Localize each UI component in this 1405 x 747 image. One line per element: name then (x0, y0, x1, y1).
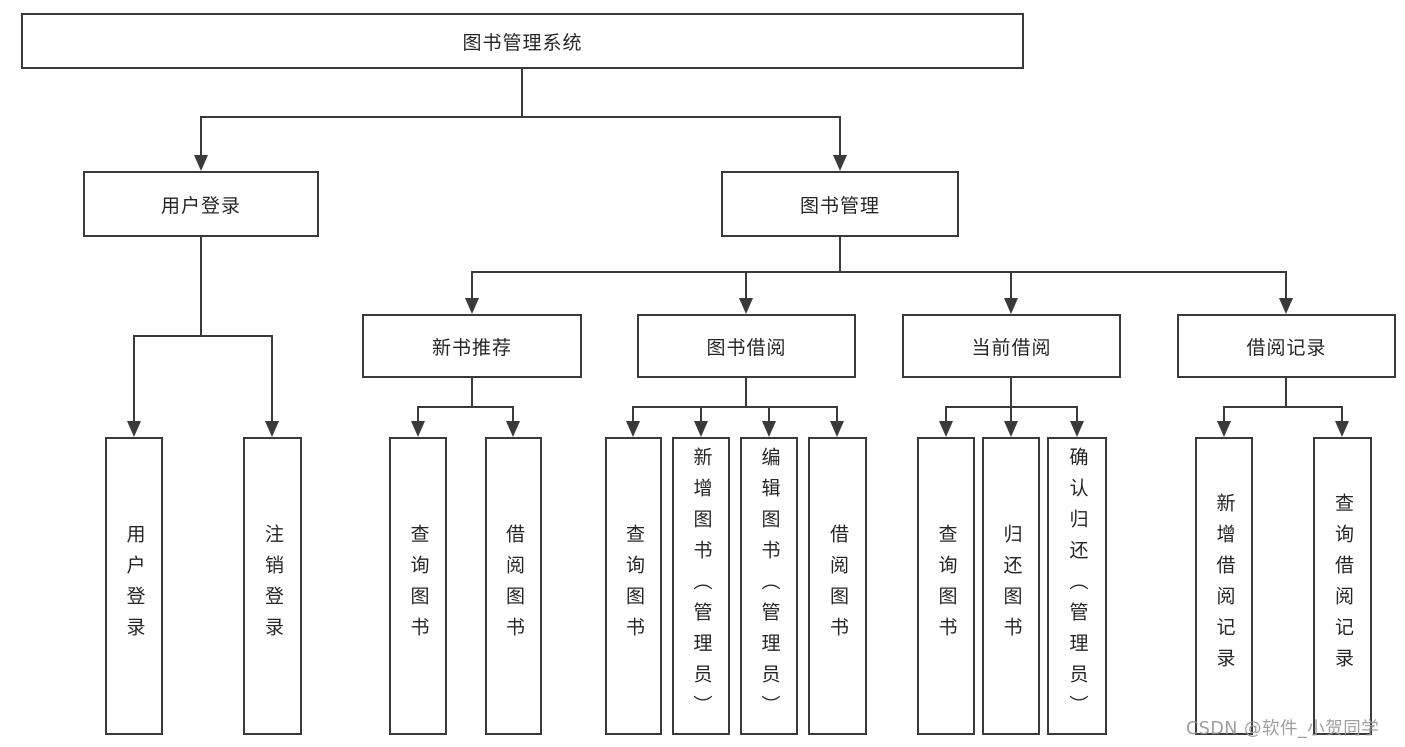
node-current-borrowing-label: 当前借阅 (971, 336, 1052, 359)
arrow-down-icon (1004, 298, 1018, 314)
connector-line-horizontal (631, 405, 839, 409)
node-current-borrowing: 当前借阅 (902, 314, 1121, 378)
leaf-user-login-label: 用户登录 (123, 524, 146, 648)
connector-line-vertical (1009, 407, 1013, 421)
arrow-down-icon (1335, 421, 1349, 437)
leaf-add-book-admin-label: 新增图书（管理员） (690, 446, 713, 726)
leaf-add-borrow-record: 新增借阅记录 (1195, 437, 1253, 735)
leaf-return-book: 归还图书 (982, 437, 1040, 735)
leaf-borrow-books-recommendation: 借阅图书 (485, 437, 542, 735)
leaf-confirm-return-admin-label: 确认归还（管理员） (1066, 446, 1089, 726)
arrow-down-icon (626, 421, 640, 437)
arrow-down-icon (1217, 421, 1231, 437)
connector-line-horizontal (470, 270, 1288, 274)
leaf-edit-book-admin: 编辑图书（管理员） (740, 437, 798, 735)
leaf-query-books-recommendation-label: 查询图书 (407, 524, 430, 648)
connector-line-vertical (699, 407, 703, 421)
connector-line-vertical (470, 272, 474, 298)
connector-line-vertical (470, 378, 474, 407)
arrow-down-icon (1070, 421, 1084, 437)
arrow-down-icon (194, 155, 208, 171)
node-book-borrowing-label: 图书借阅 (706, 336, 787, 359)
connector-line-vertical (1009, 272, 1013, 298)
connector-line-horizontal (1222, 405, 1344, 409)
connector-line-vertical (1340, 407, 1344, 421)
arrow-down-icon (127, 421, 141, 437)
arrow-down-icon (830, 421, 844, 437)
connector-line-vertical (1009, 378, 1013, 407)
connector-line-horizontal (944, 405, 1079, 409)
connector-line-vertical (416, 407, 420, 421)
connector-line-vertical (631, 407, 635, 421)
connector-line-vertical (838, 117, 842, 155)
leaf-user-login: 用户登录 (105, 437, 163, 735)
leaf-query-borrow-record-label: 查询借阅记录 (1332, 493, 1354, 679)
leaf-borrow-books-recommendation-label: 借阅图书 (503, 524, 525, 648)
leaf-query-borrow-record: 查询借阅记录 (1313, 437, 1372, 735)
connector-line-vertical (199, 117, 203, 155)
connector-line-vertical (744, 272, 748, 298)
connector-line-horizontal (132, 334, 274, 338)
arrow-down-icon (1004, 421, 1018, 437)
connector-line-vertical (1222, 407, 1226, 421)
connector-line-horizontal (416, 405, 515, 409)
connector-line-vertical (270, 336, 274, 421)
leaf-borrow-books-borrowing-label: 借阅图书 (827, 524, 849, 648)
connector-line-vertical (1075, 407, 1079, 421)
node-library-system: 图书管理系统 (21, 13, 1024, 69)
connector-line-vertical (520, 69, 524, 117)
arrow-down-icon (1279, 298, 1293, 314)
csdn-watermark: CSDN @软件_小贺同学 (1186, 719, 1380, 739)
node-user-login: 用户登录 (83, 171, 319, 237)
leaf-logout: 注销登录 (243, 437, 302, 735)
connector-line-vertical (511, 407, 515, 421)
connector-line-horizontal (199, 115, 842, 119)
connector-line-vertical (1284, 378, 1288, 407)
leaf-query-books-borrowing: 查询图书 (605, 437, 662, 735)
connector-line-vertical (1284, 272, 1288, 298)
arrow-down-icon (506, 421, 520, 437)
node-new-book-recommendation: 新书推荐 (362, 314, 582, 378)
leaf-edit-book-admin-label: 编辑图书（管理员） (758, 446, 781, 726)
leaf-add-book-admin: 新增图书（管理员） (672, 437, 730, 735)
node-library-system-label: 图书管理系统 (462, 31, 583, 54)
node-book-management: 图书管理 (721, 171, 959, 237)
arrow-down-icon (739, 298, 753, 314)
connector-line-vertical (944, 407, 948, 421)
leaf-query-books-borrowing-label: 查询图书 (623, 524, 645, 648)
leaf-add-borrow-record-label: 新增借阅记录 (1213, 493, 1236, 679)
leaf-query-books-current: 查询图书 (917, 437, 975, 735)
leaf-confirm-return-admin: 确认归还（管理员） (1047, 437, 1107, 735)
connector-line-vertical (132, 336, 136, 421)
leaf-borrow-books-borrowing: 借阅图书 (808, 437, 867, 735)
connector-line-vertical (767, 407, 771, 421)
node-book-borrowing: 图书借阅 (637, 314, 856, 378)
arrow-down-icon (465, 298, 479, 314)
arrow-down-icon (265, 421, 279, 437)
node-borrowing-records-label: 借阅记录 (1246, 336, 1327, 359)
arrow-down-icon (411, 421, 425, 437)
node-book-management-label: 图书管理 (799, 194, 880, 217)
connector-line-vertical (838, 237, 842, 272)
leaf-return-book-label: 归还图书 (1000, 524, 1023, 648)
arrow-down-icon (694, 421, 708, 437)
leaf-logout-label: 注销登录 (262, 524, 284, 648)
leaf-query-books-recommendation: 查询图书 (389, 437, 447, 735)
node-user-login-label: 用户登录 (160, 194, 241, 217)
arrow-down-icon (833, 155, 847, 171)
arrow-down-icon (762, 421, 776, 437)
node-borrowing-records: 借阅记录 (1177, 314, 1396, 378)
connector-line-vertical (744, 378, 748, 407)
arrow-down-icon (939, 421, 953, 437)
connector-line-vertical (199, 237, 203, 336)
node-new-book-recommendation-label: 新书推荐 (431, 336, 512, 359)
leaf-query-books-current-label: 查询图书 (935, 524, 958, 648)
connector-line-vertical (835, 407, 839, 421)
